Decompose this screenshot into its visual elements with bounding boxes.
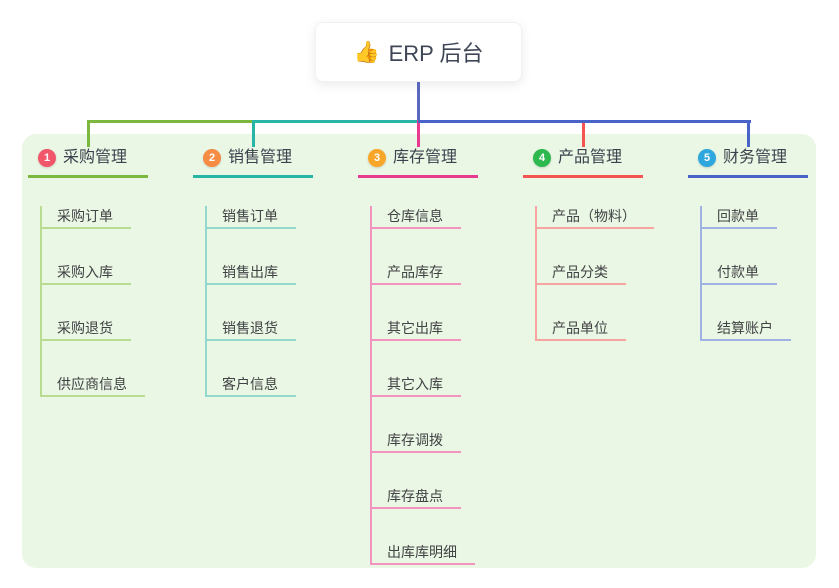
child-node[interactable]: 库存调拨: [372, 430, 461, 453]
root-title: ERP 后台: [388, 41, 484, 66]
child-label: 客户信息: [222, 376, 278, 392]
child-node[interactable]: 其它出库: [372, 318, 461, 341]
branch-title[interactable]: 4 产品管理: [523, 147, 643, 178]
child-node[interactable]: 采购退货: [42, 318, 131, 341]
child-label: 产品分类: [552, 264, 608, 280]
child-label: 出库库明细: [387, 544, 457, 560]
child-node[interactable]: 采购入库: [42, 262, 131, 285]
branch-number-badge: 3: [368, 149, 386, 167]
child-label: 销售出库: [222, 264, 278, 280]
branch-title-label: 产品管理: [558, 149, 623, 166]
root-node[interactable]: 👍 ERP 后台: [315, 22, 522, 82]
connector-line: [747, 120, 750, 147]
child-label: 产品库存: [387, 264, 443, 280]
branch-title[interactable]: 5 财务管理: [688, 147, 808, 178]
branch-库存管理: 3 库存管理 仓库信息 产品库存 其它出库 其它入库 库存调拨 库存盘点 出库库…: [358, 147, 478, 565]
connector-line: [87, 120, 90, 147]
child-node[interactable]: 出库库明细: [372, 542, 475, 565]
child-label: 产品（物料）: [552, 208, 636, 224]
connector-line: [418, 120, 751, 123]
branch-number-badge: 1: [38, 149, 56, 167]
child-label: 回款单: [717, 208, 759, 224]
child-node[interactable]: 库存盘点: [372, 486, 461, 509]
branch-title-label: 财务管理: [723, 149, 788, 166]
child-node[interactable]: 产品库存: [372, 262, 461, 285]
branch-产品管理: 4 产品管理 产品（物料） 产品分类 产品单位: [523, 147, 654, 341]
branches-panel: [22, 134, 816, 568]
branch-children: 采购订单 采购入库 采购退货 供应商信息: [40, 206, 145, 397]
branch-title[interactable]: 1 采购管理: [28, 147, 148, 178]
child-node[interactable]: 付款单: [702, 262, 777, 285]
thumbs-up-icon: 👍: [353, 40, 380, 64]
child-label: 其它出库: [387, 320, 443, 336]
child-node[interactable]: 产品分类: [537, 262, 626, 285]
child-node[interactable]: 供应商信息: [42, 374, 145, 397]
branch-财务管理: 5 财务管理 回款单 付款单 结算账户: [688, 147, 808, 341]
branch-采购管理: 1 采购管理 采购订单 采购入库 采购退货 供应商信息: [28, 147, 148, 397]
child-label: 结算账户: [717, 320, 773, 336]
child-node[interactable]: 产品单位: [537, 318, 626, 341]
child-label: 仓库信息: [387, 208, 443, 224]
child-node[interactable]: 销售出库: [207, 262, 296, 285]
connector-line: [252, 120, 255, 147]
branch-children: 产品（物料） 产品分类 产品单位: [535, 206, 654, 341]
connector-line: [417, 81, 420, 123]
child-label: 采购订单: [57, 208, 113, 224]
child-node[interactable]: 回款单: [702, 206, 777, 229]
branch-number-badge: 5: [698, 149, 716, 167]
branch-title[interactable]: 2 销售管理: [193, 147, 313, 178]
child-node[interactable]: 结算账户: [702, 318, 791, 341]
branch-children: 销售订单 销售出库 销售退货 客户信息: [205, 206, 296, 397]
child-node[interactable]: 销售订单: [207, 206, 296, 229]
branch-title-label: 采购管理: [63, 149, 128, 166]
child-node[interactable]: 仓库信息: [372, 206, 461, 229]
branch-number-badge: 4: [533, 149, 551, 167]
branch-title[interactable]: 3 库存管理: [358, 147, 478, 178]
child-label: 付款单: [717, 264, 759, 280]
branch-children: 回款单 付款单 结算账户: [700, 206, 791, 341]
connector-line: [582, 120, 585, 147]
child-node[interactable]: 采购订单: [42, 206, 131, 229]
child-label: 销售订单: [222, 208, 278, 224]
child-label: 采购入库: [57, 264, 113, 280]
branch-title-label: 销售管理: [228, 149, 293, 166]
child-node[interactable]: 其它入库: [372, 374, 461, 397]
branch-children: 仓库信息 产品库存 其它出库 其它入库 库存调拨 库存盘点 出库库明细: [370, 206, 475, 565]
branch-title-label: 库存管理: [393, 149, 458, 166]
child-label: 库存调拨: [387, 432, 443, 448]
child-label: 库存盘点: [387, 488, 443, 504]
branch-number-badge: 2: [203, 149, 221, 167]
connector-line: [417, 120, 420, 147]
child-label: 采购退货: [57, 320, 113, 336]
child-node[interactable]: 客户信息: [207, 374, 296, 397]
child-label: 销售退货: [222, 320, 278, 336]
child-label: 其它入库: [387, 376, 443, 392]
child-node[interactable]: 销售退货: [207, 318, 296, 341]
connector-line: [253, 120, 421, 123]
branch-销售管理: 2 销售管理 销售订单 销售出库 销售退货 客户信息: [193, 147, 313, 397]
child-node[interactable]: 产品（物料）: [537, 206, 654, 229]
child-label: 产品单位: [552, 320, 608, 336]
child-label: 供应商信息: [57, 376, 127, 392]
